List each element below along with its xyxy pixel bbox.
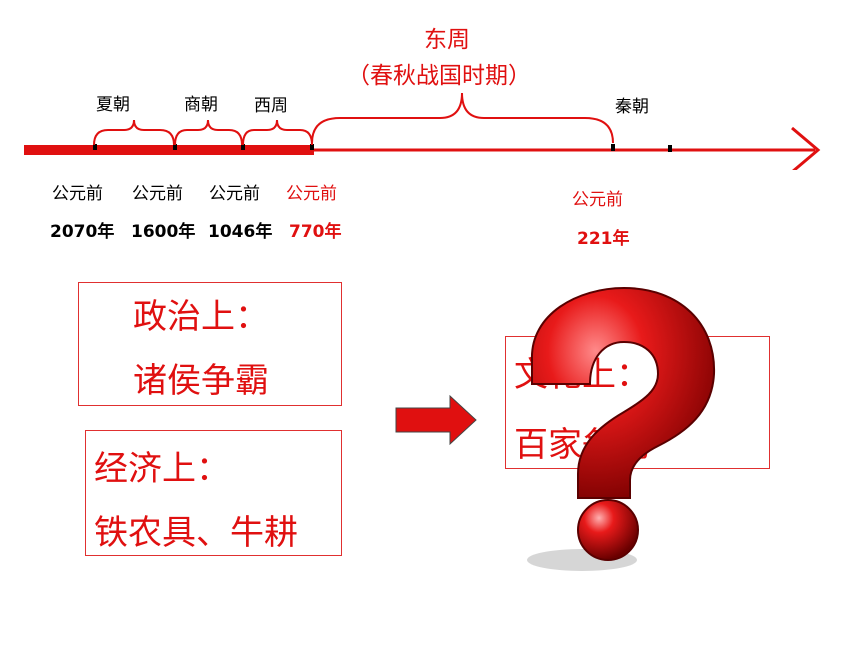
tick-qin-end — [668, 145, 672, 152]
brace-shang — [174, 119, 243, 146]
tick-1600 — [173, 144, 177, 150]
era-shang: 商朝 — [184, 95, 218, 115]
date-prefix-4: 公元前 — [286, 184, 337, 204]
date-year-2: 1600年 — [131, 222, 196, 242]
era-xizhou: 西周 — [254, 96, 288, 116]
date-prefix-5: 公元前 — [572, 190, 623, 210]
tick-2070 — [93, 144, 97, 150]
timeline-thick-segment — [24, 145, 314, 155]
tick-221 — [611, 144, 615, 151]
era-dongzhou: 东周 — [424, 27, 470, 53]
brace-xia — [93, 119, 175, 146]
timeline-graphic — [24, 92, 821, 170]
question-mark-icon — [527, 286, 716, 571]
brace-dongzhou — [311, 92, 614, 144]
date-year-4: 770年 — [289, 222, 342, 242]
date-prefix-2: 公元前 — [132, 184, 183, 204]
date-prefix-1: 公元前 — [52, 184, 103, 204]
date-year-3: 1046年 — [208, 222, 273, 242]
right-arrow-icon — [395, 394, 477, 446]
era-qin: 秦朝 — [615, 97, 649, 117]
timeline-arrow-head — [791, 126, 821, 170]
economy-box: 经济上： 铁农具、牛耕 — [85, 430, 342, 556]
tick-1046 — [241, 144, 245, 150]
era-dongzhou-subtitle: （春秋战国时期） — [347, 63, 531, 89]
politics-title: 政治上： — [133, 297, 269, 337]
brace-xizhou — [242, 119, 313, 146]
date-prefix-3: 公元前 — [209, 184, 260, 204]
era-xia: 夏朝 — [96, 95, 130, 115]
politics-content: 诸侯争霸 — [133, 361, 269, 401]
date-year-1: 2070年 — [50, 222, 115, 242]
date-year-5: 221年 — [577, 229, 630, 249]
economy-content: 铁农具、牛耕 — [94, 513, 298, 553]
economy-title: 经济上： — [94, 449, 230, 489]
tick-770 — [310, 144, 314, 150]
politics-box: 政治上： 诸侯争霸 — [78, 282, 342, 406]
